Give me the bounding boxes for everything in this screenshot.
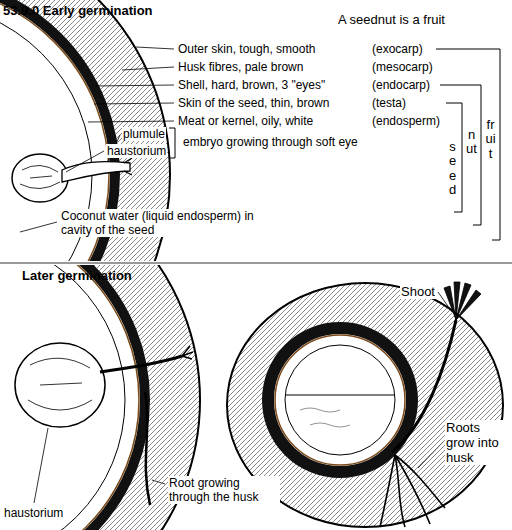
embryo-bracket	[169, 128, 175, 158]
bracket-label: nut	[465, 128, 478, 157]
part-label: Roots grow into husk	[445, 420, 509, 465]
part-brackets	[436, 49, 500, 240]
part-label: plumule	[122, 127, 166, 141]
part-label: Shoot	[400, 284, 436, 299]
leader-line	[122, 67, 174, 70]
part-label: Later germination	[22, 268, 132, 283]
part-label: Outer skin, tough, smooth	[178, 42, 315, 56]
water-ripple	[300, 408, 350, 427]
testa	[0, 265, 139, 530]
plumule	[62, 162, 130, 182]
meat-edge	[285, 345, 395, 455]
shoot-tip	[182, 346, 193, 359]
part-label: Shell, hard, brown, 3 "eyes"	[178, 78, 325, 92]
leader-line	[96, 85, 174, 86]
part-label: haustorium	[106, 144, 167, 158]
shoot-leaves	[444, 282, 481, 320]
bracket-label: fruit	[484, 118, 497, 161]
leader-line	[34, 428, 48, 503]
leader-line	[94, 103, 174, 104]
shell	[0, 265, 145, 530]
title: 53.9.0 Early germination	[3, 3, 153, 18]
plumule-tip	[124, 158, 132, 175]
part-label: (mesocarp)	[372, 60, 433, 74]
part-label: (endocarp)	[372, 78, 430, 92]
root	[145, 392, 150, 505]
part-label: Husk fibres, pale brown	[178, 60, 303, 74]
divider	[0, 262, 512, 264]
part-label: (testa)	[372, 96, 406, 110]
haustorium-texture	[20, 165, 60, 188]
part-label: A seednut is a fruit	[338, 12, 445, 27]
haustorium	[12, 154, 68, 202]
water-level	[286, 395, 394, 396]
part-label: (endosperm)	[372, 114, 440, 128]
part-label: haustorium	[3, 506, 64, 520]
part-label: Meat or kernel, oily, white	[178, 114, 313, 128]
fruit-bracket	[436, 49, 500, 240]
leader-line	[20, 222, 57, 232]
bracket-label: seed	[446, 140, 459, 197]
leader-line	[66, 151, 104, 172]
haustorium-texture	[28, 358, 92, 410]
part-label: Skin of the seed, thin, brown	[178, 96, 329, 110]
shell	[268, 328, 412, 472]
nut-bracket	[440, 85, 481, 225]
part-label: (exocarp)	[372, 42, 423, 56]
part-label: Root growing through the husk	[168, 476, 280, 504]
part-label: Coconut water (liquid endosperm) in cavi…	[60, 209, 262, 237]
testa	[275, 335, 405, 465]
young-shoot	[100, 356, 182, 372]
haustorium	[15, 343, 105, 427]
seed-bracket	[446, 103, 462, 212]
roots	[380, 455, 445, 527]
leader-line	[136, 47, 174, 49]
leader-line	[88, 121, 174, 122]
meat-edge	[0, 265, 125, 530]
part-label: embryo growing through soft eye	[182, 135, 359, 149]
